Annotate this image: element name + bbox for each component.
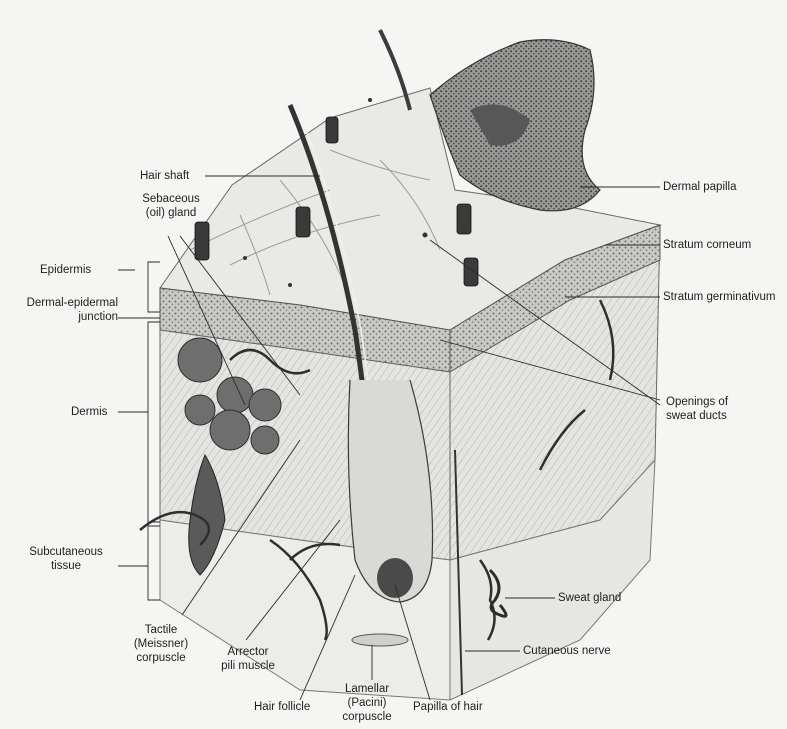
label-lamellar-corpuscle-line3: corpuscle xyxy=(332,711,402,724)
label-stratum-germinativum: Stratum germinativum xyxy=(663,291,775,304)
label-sebaceous-gland-line2: (oil) gland xyxy=(141,207,201,220)
label-epidermis: Epidermis xyxy=(40,264,91,277)
label-sweat-gland: Sweat gland xyxy=(558,592,621,605)
label-tactile-corpuscle-line3: corpuscle xyxy=(126,652,196,665)
label-dermis: Dermis xyxy=(71,406,107,419)
label-dermal-papilla: Dermal papilla xyxy=(663,181,737,194)
label-dermal-epidermal-junction-line2: junction xyxy=(14,311,118,324)
label-subcutaneous-tissue-line2: tissue xyxy=(21,560,111,573)
label-sebaceous-gland-line1: Sebaceous xyxy=(141,193,201,206)
label-hair-follicle: Hair follicle xyxy=(254,701,310,714)
label-stratum-corneum: Stratum corneum xyxy=(663,239,751,252)
label-arrector-pili-line2: pili muscle xyxy=(211,660,285,673)
label-cutaneous-nerve: Cutaneous nerve xyxy=(523,645,611,658)
label-lamellar-corpuscle-line2: (Pacini) xyxy=(332,697,402,710)
label-hair-shaft: Hair shaft xyxy=(140,170,189,183)
label-lamellar-corpuscle-line1: Lamellar xyxy=(332,683,402,696)
label-tactile-corpuscle-line2: (Meissner) xyxy=(126,638,196,651)
label-papilla-of-hair: Papilla of hair xyxy=(413,701,483,714)
label-tactile-corpuscle-line1: Tactile xyxy=(126,624,196,637)
label-openings-sweat-ducts-line1: Openings of xyxy=(666,396,728,409)
label-dermal-epidermal-junction-line1: Dermal-epidermal xyxy=(14,297,118,310)
label-arrector-pili-line1: Arrector xyxy=(211,646,285,659)
label-subcutaneous-tissue-line1: Subcutaneous xyxy=(21,546,111,559)
label-openings-sweat-ducts-line2: sweat ducts xyxy=(666,410,727,423)
